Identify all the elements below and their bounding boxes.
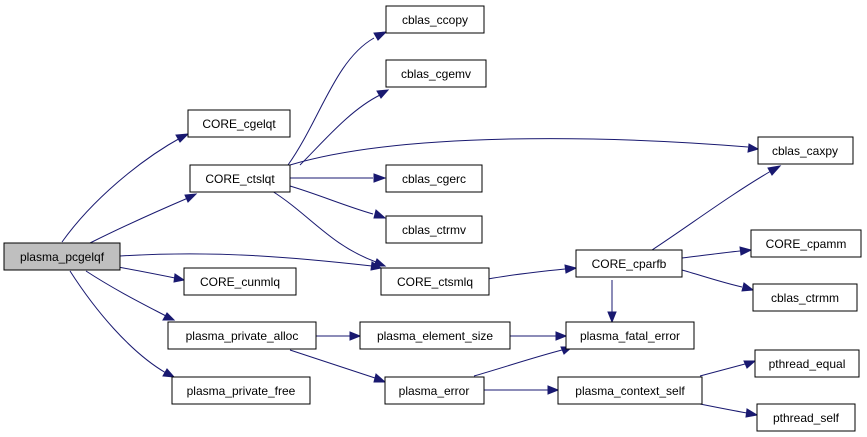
node-label: cblas_ctrmm — [771, 291, 839, 305]
edge-pcgelqf-private-alloc — [85, 270, 167, 317]
arrow-ctsmlq-cparfb — [564, 264, 578, 274]
node-cblas-ccopy[interactable]: cblas_ccopy — [385, 5, 485, 34]
edge-pcgelqf-private-free — [69, 270, 167, 374]
edge-pcgelqf-ctslqt — [89, 197, 189, 244]
node-label: CORE_cgelqt — [202, 117, 276, 131]
node-pthread-equal[interactable]: pthread_equal — [754, 349, 860, 378]
node-cblas-ctrmv[interactable]: cblas_ctrmv — [385, 215, 483, 244]
node-core-cpamm[interactable]: CORE_cpamm — [750, 229, 862, 258]
arrow-pcgelqf-cunmlq — [173, 273, 186, 283]
node-label: CORE_cparfb — [592, 257, 667, 271]
node-label: cblas_ctrmv — [402, 223, 466, 237]
edge-cparfb-caxpy — [651, 170, 772, 251]
arrow-error-context-self — [547, 385, 560, 395]
edge-pcgelqf-ctsmlq — [119, 253, 373, 267]
node-label: CORE_cunmlq — [200, 275, 280, 289]
node-core-cparfb[interactable]: CORE_cparfb — [575, 249, 683, 278]
edge-ctslqt-ccopy — [287, 37, 375, 166]
node-plasma-element-size[interactable]: plasma_element_size — [359, 321, 511, 350]
arrow-ctslqt-cgemv — [376, 89, 390, 99]
edge-cparfb-ctrmm — [681, 269, 743, 288]
node-label: plasma_element_size — [377, 329, 493, 343]
arrow-pcgelqf-private-free — [162, 368, 176, 378]
arrow-private-alloc-element-size — [349, 331, 362, 341]
node-plasma-error[interactable]: plasma_error — [384, 376, 485, 405]
node-core-ctsmlq[interactable]: CORE_ctsmlq — [380, 267, 490, 296]
edge-context-self-pthread-equal — [699, 363, 746, 377]
nodes-layer: plasma_pcgelqf CORE_cgelqt CORE_ctslqt C… — [3, 5, 862, 432]
arrow-ctslqt-ctsmlq — [373, 258, 387, 267]
node-label: CORE_ctsmlq — [397, 275, 473, 289]
node-cblas-cgerc[interactable]: cblas_cgerc — [385, 164, 483, 193]
node-label: cblas_cgemv — [401, 67, 471, 81]
arrow-ctslqt-ccopy — [373, 31, 388, 41]
node-plasma-fatal-error[interactable]: plasma_fatal_error — [565, 321, 695, 350]
arrow-context-self-pthread-self — [745, 408, 759, 418]
node-label: pthread_equal — [769, 357, 846, 371]
arrow-element-size-fatal-error — [555, 331, 568, 341]
edge-ctslqt-ctsmlq — [271, 190, 377, 263]
node-label: pthread_self — [773, 411, 840, 425]
node-plasma-context-self[interactable]: plasma_context_self — [557, 376, 703, 405]
node-plasma-private-alloc[interactable]: plasma_private_alloc — [167, 321, 317, 350]
arrow-pcgelqf-ctslqt — [184, 193, 198, 203]
arrow-ctslqt-ctrmv — [373, 209, 387, 219]
node-label: cblas_cgerc — [402, 172, 466, 186]
arrow-pcgelqf-private-alloc — [162, 312, 176, 321]
edge-private-alloc-error — [289, 349, 376, 379]
arrow-ctslqt-cgerc — [373, 173, 387, 183]
node-label: CORE_ctslqt — [205, 172, 275, 186]
arrow-private-alloc-error — [373, 373, 387, 383]
node-label: plasma_private_free — [187, 384, 296, 398]
node-cblas-caxpy[interactable]: cblas_caxpy — [757, 136, 854, 165]
arrow-cparfb-ctrmm — [741, 282, 755, 292]
edge-context-self-pthread-self — [699, 403, 748, 414]
edge-pcgelqf-cunmlq — [117, 266, 176, 279]
edge-cparfb-cpamm — [681, 250, 741, 259]
node-label: plasma_pcgelqf — [20, 250, 105, 264]
node-plasma-private-free[interactable]: plasma_private_free — [171, 376, 311, 405]
edge-error-fatal-error — [473, 349, 563, 377]
arrow-ctslqt-caxpy — [747, 143, 760, 153]
node-cblas-ctrmm[interactable]: cblas_ctrmm — [752, 283, 858, 312]
edge-ctslqt-cgemv — [299, 94, 381, 166]
node-label: cblas_ccopy — [402, 13, 468, 27]
node-core-cunmlq[interactable]: CORE_cunmlq — [183, 267, 297, 296]
node-pthread-self[interactable]: pthread_self — [756, 403, 856, 432]
arrow-cparfb-cpamm — [739, 246, 753, 256]
arrow-cparfb-caxpy — [767, 165, 782, 176]
node-label: cblas_caxpy — [772, 144, 838, 158]
node-plasma-pcgelqf[interactable]: plasma_pcgelqf — [3, 242, 121, 271]
node-label: CORE_cpamm — [766, 237, 847, 251]
node-label: plasma_context_self — [575, 384, 685, 398]
node-label: plasma_fatal_error — [580, 329, 680, 343]
edge-ctsmlq-cparfb — [487, 268, 566, 280]
edges-layer — [61, 31, 782, 418]
edge-pcgelqf-cgelqt — [61, 136, 183, 243]
node-cblas-cgemv[interactable]: cblas_cgemv — [385, 59, 487, 88]
node-core-ctslqt[interactable]: CORE_ctslqt — [189, 164, 291, 193]
arrow-pcgelqf-cgelqt — [175, 133, 190, 143]
edge-ctslqt-ctrmv — [289, 185, 374, 215]
node-core-cgelqt[interactable]: CORE_cgelqt — [187, 109, 291, 138]
node-label: plasma_error — [399, 384, 470, 398]
arrow-context-self-pthread-equal — [743, 360, 757, 369]
arrow-cparfb-fatal-error — [607, 311, 617, 324]
edge-ctslqt-caxpy — [289, 138, 749, 166]
node-label: plasma_private_alloc — [186, 329, 299, 343]
